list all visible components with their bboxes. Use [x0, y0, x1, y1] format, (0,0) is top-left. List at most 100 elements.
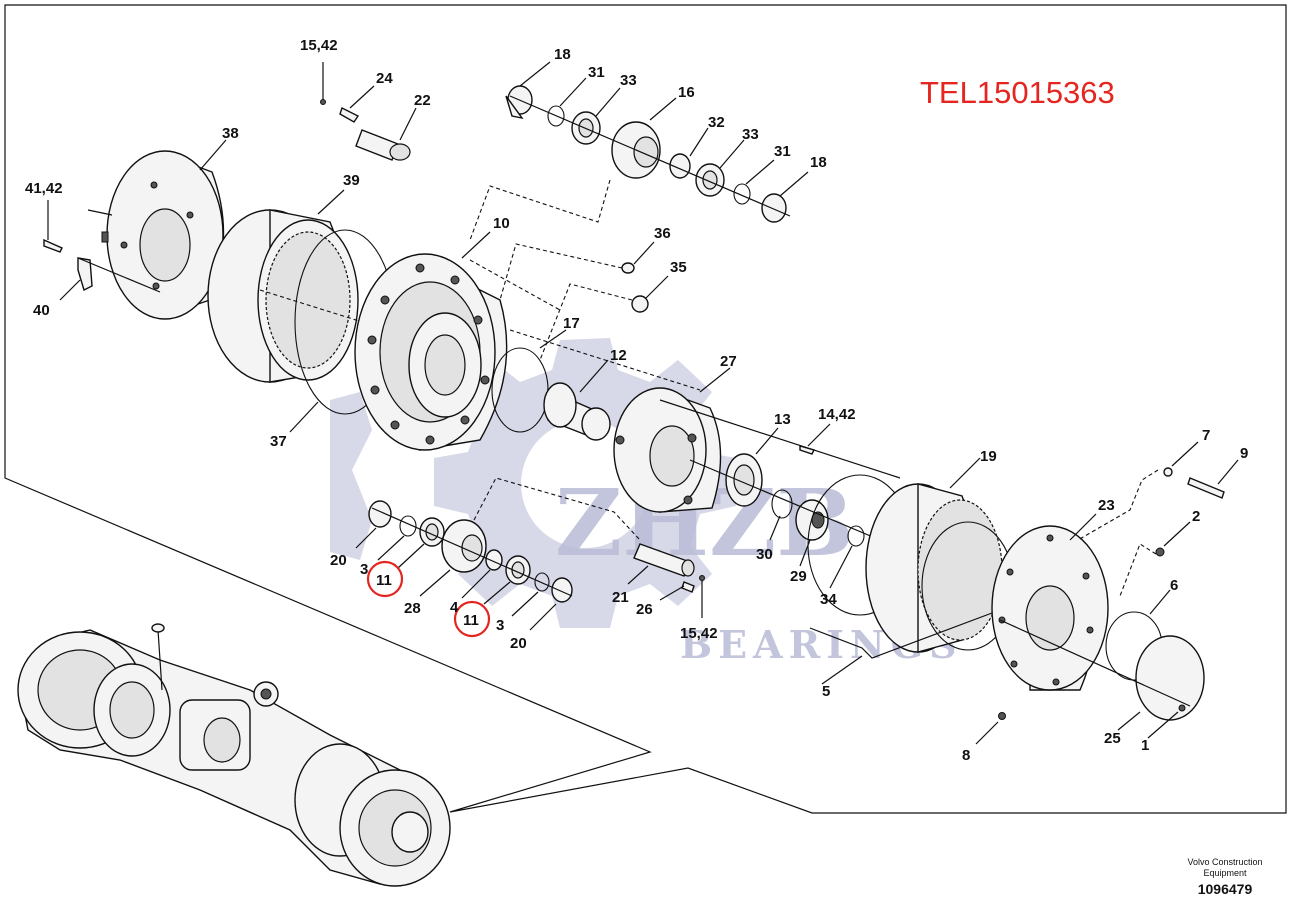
part-33-bearing-top [571, 87, 621, 145]
label-30: 30 [756, 546, 773, 563]
part-28-planet-gear [419, 477, 641, 597]
label-23: 23 [1098, 497, 1115, 514]
label-34: 34 [820, 591, 837, 608]
dashed-leader-planet [469, 179, 611, 241]
label-4: 4 [450, 599, 459, 616]
part-4-shaft [461, 549, 503, 599]
label-38: 38 [222, 125, 239, 142]
label-26: 26 [636, 601, 653, 618]
label-28: 28 [404, 600, 421, 617]
part-29-gear [795, 499, 829, 567]
part-41-42-pin [43, 200, 63, 253]
label-15-42-bottom: 15,42 [680, 625, 718, 642]
part-9-bolt [1077, 459, 1239, 541]
label-20-left: 20 [330, 552, 347, 569]
part-20-washer-left [355, 500, 392, 549]
label-32: 32 [708, 114, 725, 131]
part-5-bracket [809, 609, 1001, 685]
label-21: 21 [612, 589, 629, 606]
part-13-thrust-washer [725, 427, 779, 507]
part-11-bearing-left [397, 517, 445, 569]
label-7: 7 [1202, 427, 1210, 444]
part-26-spring-pin [659, 581, 695, 601]
label-11-left: 11 [376, 572, 392, 589]
part-12-sun-gear [509, 329, 701, 441]
label-2: 2 [1192, 508, 1200, 525]
label-13: 13 [774, 411, 791, 428]
part-36-plug [499, 241, 655, 301]
label-39: 39 [343, 172, 360, 189]
part-31-snap-ring-mid [733, 159, 775, 205]
label-19: 19 [980, 448, 997, 465]
footer: Volvo Construction Equipment 1096479 [1187, 857, 1262, 897]
document-id: TEL15015363 [920, 75, 1115, 110]
label-14-42: 14,42 [818, 406, 856, 423]
label-6: 6 [1170, 577, 1178, 594]
label-37: 37 [270, 433, 287, 450]
label-40: 40 [33, 302, 50, 319]
part-27-planet-carrier [613, 367, 731, 513]
label-10: 10 [493, 215, 510, 232]
label-18-mid: 18 [810, 154, 827, 171]
axle-inset [17, 623, 451, 887]
label-41-42: 41,42 [25, 180, 63, 197]
part-8-screw [975, 712, 1006, 745]
label-15-42-top: 15,42 [300, 37, 338, 54]
label-27: 27 [720, 353, 737, 370]
part-38-cover [87, 139, 227, 320]
label-29: 29 [790, 568, 807, 585]
part-30-snap-ring [769, 489, 793, 541]
label-25: 25 [1104, 730, 1121, 747]
footer-drawing-number: 1096479 [1198, 881, 1253, 897]
label-33-mid: 33 [742, 126, 759, 143]
label-18-top: 18 [554, 46, 571, 63]
part-10-hub [354, 231, 561, 451]
part-24-pin [339, 85, 375, 123]
label-22: 22 [414, 92, 431, 109]
part-15-42-top [320, 62, 326, 105]
label-3-right: 3 [496, 617, 504, 634]
watermark-gear-left [330, 392, 372, 560]
part-3-snap-ring-right [511, 572, 550, 617]
part-35-bushing [539, 275, 669, 361]
footer-maker-line2: Equipment [1203, 868, 1247, 878]
part-1-screw [1147, 704, 1186, 739]
part-22-sleeve [355, 107, 417, 161]
part-14-42-screw [659, 399, 901, 479]
part-25-cover-plate [999, 619, 1205, 731]
part-32-shaft-top [669, 127, 709, 179]
part-39-ring-gear [207, 189, 421, 383]
part-40-lock-plate [59, 257, 161, 301]
label-11-right: 11 [463, 612, 479, 629]
part-16-planet-gear-top [611, 97, 677, 179]
label-5: 5 [822, 683, 830, 700]
part-18-washer-top [505, 61, 551, 120]
part-33-bearing-mid [695, 139, 745, 197]
label-31-mid: 31 [774, 143, 791, 160]
callout-frame [4, 4, 1287, 814]
label-33-top: 33 [620, 72, 637, 89]
label-17: 17 [563, 315, 580, 332]
label-20-right: 20 [510, 635, 527, 652]
label-16: 16 [678, 84, 695, 101]
label-35: 35 [670, 259, 687, 276]
part-34-circlip [689, 459, 881, 589]
part-2-plug [1119, 521, 1191, 597]
highlight-circle-left [366, 560, 404, 598]
part-15-42-bottom [699, 575, 705, 618]
part-labels: 15,42 24 22 38 41,42 39 40 10 37 18 31 3… [25, 37, 1248, 764]
part-20-washer-right [371, 507, 573, 631]
label-31-top: 31 [588, 64, 605, 81]
part-31-snap-ring-top [547, 77, 587, 127]
part-7-washer [1163, 441, 1199, 477]
part-19-ring-gear [807, 457, 1015, 653]
label-9: 9 [1240, 445, 1248, 462]
label-8: 8 [962, 747, 970, 764]
part-18-washer-mid [509, 95, 809, 223]
label-3-left: 3 [360, 561, 368, 578]
label-36: 36 [654, 225, 671, 242]
part-21-pin [627, 543, 695, 585]
part-3-snap-ring-left [377, 515, 417, 561]
